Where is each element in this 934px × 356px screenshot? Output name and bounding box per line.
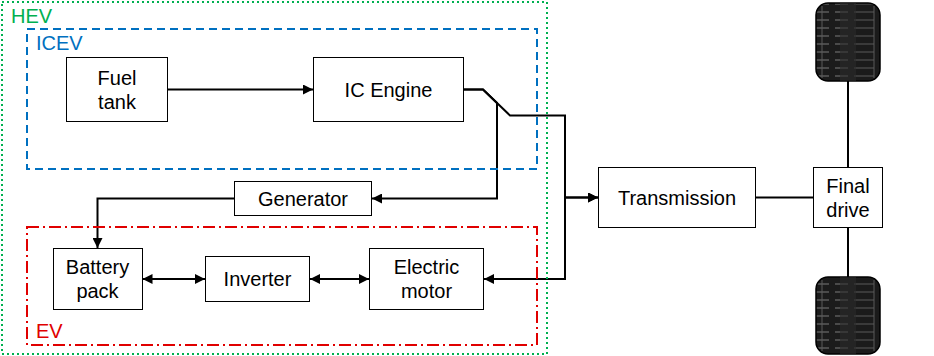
box-label: Generator: [258, 187, 348, 211]
process-box: Battery pack: [53, 248, 143, 310]
connector: [143, 278, 206, 280]
connector: [484, 198, 598, 280]
group-outline: [27, 29, 537, 169]
box-label: Fuel tank: [86, 66, 148, 114]
process-box: Fuel tank: [66, 57, 168, 122]
group-label: EV: [36, 320, 63, 342]
group-label: HEV: [11, 5, 52, 27]
process-box: Inverter: [205, 256, 310, 302]
tire: [816, 277, 880, 354]
axle: [847, 80, 849, 168]
ev-group: EV Battery pack Inverter Electric motor: [26, 226, 538, 346]
box-label: Transmission: [618, 186, 736, 210]
process-box: Final drive: [813, 167, 883, 228]
group-outline: [2, 2, 547, 354]
connector: [310, 278, 369, 280]
connector: [168, 89, 313, 91]
icev-group: ICEVFuel tank IC Engine: [26, 28, 538, 170]
box-label: Inverter: [224, 267, 292, 291]
box-label: Final drive: [820, 174, 876, 222]
box-label: IC Engine: [345, 78, 433, 102]
box-label: Battery pack: [60, 255, 136, 303]
connector: [756, 197, 813, 199]
hev-group: HEV ICEVFuel tank IC EngineGeneratorEV Batt…: [1, 1, 548, 355]
process-box: IC Engine: [313, 57, 464, 122]
connector: [98, 199, 235, 249]
process-box: Transmission: [598, 167, 756, 228]
box-label: Electric motor: [385, 255, 469, 303]
axle: [847, 228, 849, 280]
group-label: ICEV: [36, 32, 83, 54]
process-box: Generator: [234, 181, 372, 216]
connector: [464, 90, 598, 198]
tire: [816, 3, 880, 81]
group-outline: [27, 227, 537, 345]
process-box: Electric motor: [369, 248, 484, 310]
